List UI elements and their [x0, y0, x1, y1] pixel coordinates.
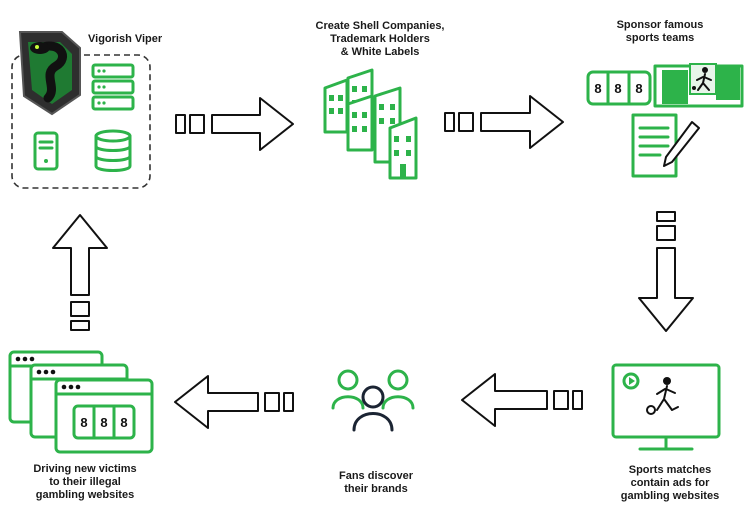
sponsor-label: Sponsor famous sports teams	[600, 19, 720, 45]
label-line: gambling websites	[620, 490, 720, 502]
label-line: their brands	[344, 483, 408, 495]
label-line: to their illegal	[49, 476, 121, 488]
label-line: Trademark Holders	[330, 33, 430, 45]
label-line: & White Labels	[340, 46, 420, 58]
tv-screen-icon	[611, 363, 721, 451]
label-line: sports teams	[625, 32, 695, 44]
document-device-icon	[33, 131, 59, 171]
arrow-viper-to-shell	[175, 97, 294, 151]
fans-label: Fans discover their brands	[316, 470, 436, 496]
slot-digit: 8	[594, 81, 601, 96]
arrow-shell-to-sponsor	[444, 95, 564, 149]
label-line: Create Shell Companies,	[315, 20, 445, 32]
label-line: Vigorish Viper	[88, 33, 163, 45]
label-line: Sports matches	[628, 464, 712, 476]
slot-digit: 8	[614, 81, 621, 96]
slot-digit: 8	[120, 415, 127, 430]
slot-digit: 8	[80, 415, 87, 430]
browser-windows-icon: 8 8 8	[8, 350, 154, 454]
viper-group	[11, 31, 151, 189]
sports-matches-label: Sports matches contain ads for gambling …	[608, 464, 732, 503]
arrow-sports-to-fans	[461, 373, 583, 427]
label-line: contain ads for	[630, 477, 710, 489]
slot-digit: 8	[100, 415, 107, 430]
viper-logo-icon	[18, 31, 81, 116]
database-icon	[94, 129, 132, 172]
slot-digit: 8	[635, 81, 642, 96]
arrow-sponsor-to-sports	[638, 211, 694, 332]
football-pitch-icon	[653, 63, 744, 108]
label-line: Sponsor famous	[616, 19, 704, 31]
shell-companies-label: Create Shell Companies, Trademark Holder…	[310, 20, 450, 59]
viper-label: Vigorish Viper	[88, 33, 162, 46]
driving-victims-label: Driving new victims to their illegal gam…	[10, 463, 160, 502]
arrow-fans-to-driving	[174, 375, 294, 429]
contract-pen-icon	[631, 113, 700, 178]
buildings-icon	[323, 68, 418, 180]
arrow-driving-to-viper	[52, 214, 108, 331]
slot-machine-icon: 8 8 8	[586, 70, 652, 106]
label-line: Driving new victims	[33, 463, 137, 475]
label-line: gambling websites	[35, 489, 135, 501]
server-stack-icon	[91, 63, 135, 111]
fans-group-icon	[331, 369, 415, 432]
label-line: Fans discover	[339, 470, 413, 482]
